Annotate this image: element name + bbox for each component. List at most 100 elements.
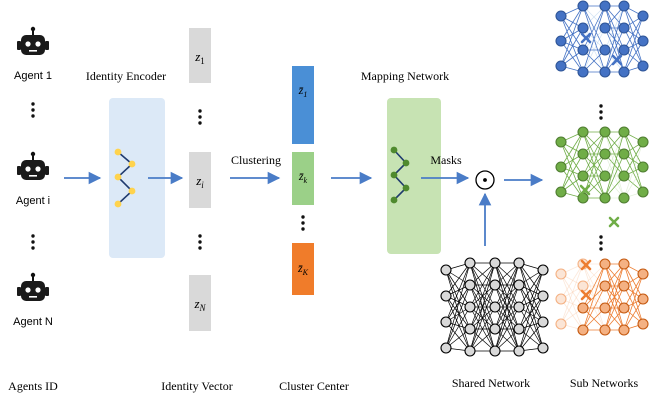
mapping-network-box [387, 98, 441, 254]
network-node [618, 44, 630, 56]
robot-icon [17, 151, 49, 180]
robot-icon [17, 272, 49, 301]
network-node [599, 258, 611, 270]
network-node [577, 170, 589, 182]
cluster-center-1-label: z̄1 [298, 83, 308, 99]
network-nodes [555, 126, 649, 204]
cluster-center-ellipsis [301, 215, 305, 231]
sub-networks-footer: Sub Networks [570, 376, 639, 390]
masks-label: Masks [430, 153, 462, 167]
network-node [637, 318, 649, 330]
identity-vector-z1-box [189, 28, 211, 83]
network-nodes [555, 258, 649, 336]
network-node [555, 268, 567, 280]
cluster-center-k-box [292, 152, 314, 205]
network-node [577, 302, 589, 314]
network-node [537, 264, 549, 276]
identity-encoder-box [109, 98, 165, 258]
hadamard-operator-icon [475, 170, 495, 190]
network-node [489, 279, 501, 291]
network-node [577, 126, 589, 138]
network-node [618, 148, 630, 160]
network-node [577, 44, 589, 56]
sub-network-blue [555, 0, 649, 78]
network-node [599, 170, 611, 182]
network-node [513, 279, 525, 291]
network-nodes [555, 0, 649, 78]
network-node [599, 0, 611, 12]
network-node [513, 323, 525, 335]
agent-n-label: Agent N [13, 316, 53, 328]
cluster-center-footer: Cluster Center [279, 379, 349, 393]
pruned-x-icon [611, 54, 623, 66]
network-node [537, 342, 549, 354]
network-node [599, 192, 611, 204]
network-node [555, 10, 567, 22]
network-node [440, 290, 452, 302]
identity-encoder-title: Identity Encoder [86, 69, 166, 83]
agent-i-label: Agent i [16, 195, 50, 207]
sub-networks-ellipsis-1 [599, 104, 603, 120]
network-node [599, 22, 611, 34]
network-node [637, 35, 649, 47]
network-node [555, 318, 567, 330]
network-node [489, 301, 501, 313]
network-edges [560, 131, 644, 199]
network-node [513, 257, 525, 269]
network-node [537, 290, 549, 302]
sub-networks-ellipsis-2 [599, 235, 603, 251]
network-node [637, 60, 649, 72]
identity-vector-zi-box [189, 152, 211, 208]
network-node [637, 10, 649, 22]
cluster-center-1-box [292, 66, 314, 144]
network-node [464, 257, 476, 269]
network-node [577, 148, 589, 160]
network-node [637, 268, 649, 280]
network-node [599, 302, 611, 314]
network-node [618, 324, 630, 336]
network-edges [560, 263, 644, 331]
network-node [618, 22, 630, 34]
network-node [464, 279, 476, 291]
network-node [555, 161, 567, 173]
network-node [577, 280, 589, 292]
network-node [599, 126, 611, 138]
identity-vector-zi-label: zi [195, 173, 204, 190]
network-node [464, 323, 476, 335]
clustering-label: Clustering [231, 153, 281, 167]
network-node [599, 66, 611, 78]
network-node [599, 44, 611, 56]
network-node [637, 293, 649, 305]
network-node [555, 136, 567, 148]
robot-icon [17, 26, 49, 55]
identity-vector-zn-box [189, 275, 211, 331]
cluster-center-K-label: z̄K [297, 261, 309, 277]
sub-network-green [555, 126, 649, 228]
shared-network-graph [440, 257, 549, 357]
network-node [489, 257, 501, 269]
network-node [440, 316, 452, 328]
network-node [618, 0, 630, 12]
network-node [555, 60, 567, 72]
agent-1-label: Agent 1 [14, 70, 52, 82]
sub-network-orange [555, 258, 649, 336]
identity-vector-z1-label: z1 [194, 49, 205, 66]
network-node [618, 302, 630, 314]
network-node [555, 186, 567, 198]
network-node [513, 345, 525, 357]
network-node [618, 192, 630, 204]
network-node [637, 161, 649, 173]
identity-vector-ellipsis-2 [198, 234, 202, 250]
network-node [440, 342, 452, 354]
identity-vector-footer: Identity Vector [161, 379, 232, 393]
network-node [618, 280, 630, 292]
pruned-x-icon [580, 289, 592, 301]
network-node [599, 280, 611, 292]
identity-vector-zn-label: zN [193, 296, 206, 313]
pruned-x-icon [580, 32, 592, 44]
network-node [555, 35, 567, 47]
network-node [489, 345, 501, 357]
pruned-x-icon [579, 184, 591, 196]
network-node [489, 323, 501, 335]
network-node [537, 316, 549, 328]
